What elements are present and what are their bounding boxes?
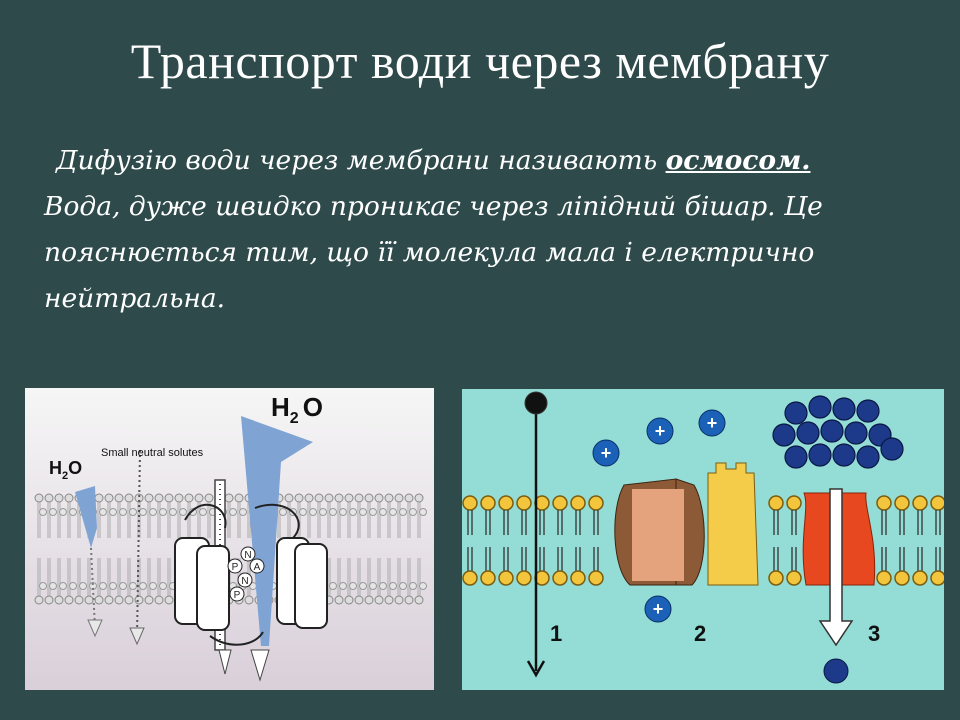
- label-3: 3: [868, 621, 880, 646]
- plus-sign: +: [653, 599, 664, 619]
- body-line-1-prefix: Дифузію води через мембрани називають: [56, 145, 666, 176]
- carrier-protein: [707, 462, 759, 586]
- plus-sign: +: [707, 413, 718, 433]
- label-2: 2: [694, 621, 706, 646]
- pore-letter: N: [244, 550, 251, 561]
- term-osmos: осмосом.: [665, 145, 811, 176]
- ions: + + + +: [592, 409, 726, 623]
- small-neutral-solutes-label: Small neutral solutes: [101, 447, 204, 459]
- body-line-4: нейтральна.: [44, 283, 226, 314]
- pore-letter: A: [254, 562, 261, 573]
- pore-letter: N: [241, 576, 248, 587]
- body-line-1: Дифузію води через мембрани називають ос…: [44, 138, 956, 184]
- slide-title: Транспорт води через мембрану: [130, 33, 830, 89]
- pore-letters: N P A N P: [227, 546, 265, 602]
- molecule-cluster: [772, 395, 904, 469]
- plus-sign: +: [601, 443, 612, 463]
- label-1: 1: [550, 621, 562, 646]
- water-arrow-big: [241, 416, 313, 646]
- small-molecule: [524, 391, 548, 415]
- slide-body: Дифузію води через мембрани називають ос…: [44, 138, 956, 322]
- h2o-label-small: H2O: [49, 458, 82, 482]
- membrane-transport-figure: + + + + 1 2 3: [462, 389, 944, 690]
- channel-pore: [632, 489, 684, 581]
- transported-molecule: [823, 658, 849, 684]
- plus-sign: +: [655, 421, 666, 441]
- water-arrow-small: [75, 486, 97, 548]
- pore-letter: P: [232, 562, 239, 573]
- body-line-3: пояснюється тим, що її молекула мала і е…: [44, 237, 815, 268]
- body-line-2: Вода, дуже швидко проникає через ліпідни…: [44, 191, 823, 222]
- pump-arrow: [818, 488, 854, 647]
- pore-letter: P: [234, 590, 241, 601]
- aquaporin-protein: [174, 503, 328, 646]
- phospholipid-bilayer: [462, 495, 944, 586]
- channel-protein: [614, 478, 705, 586]
